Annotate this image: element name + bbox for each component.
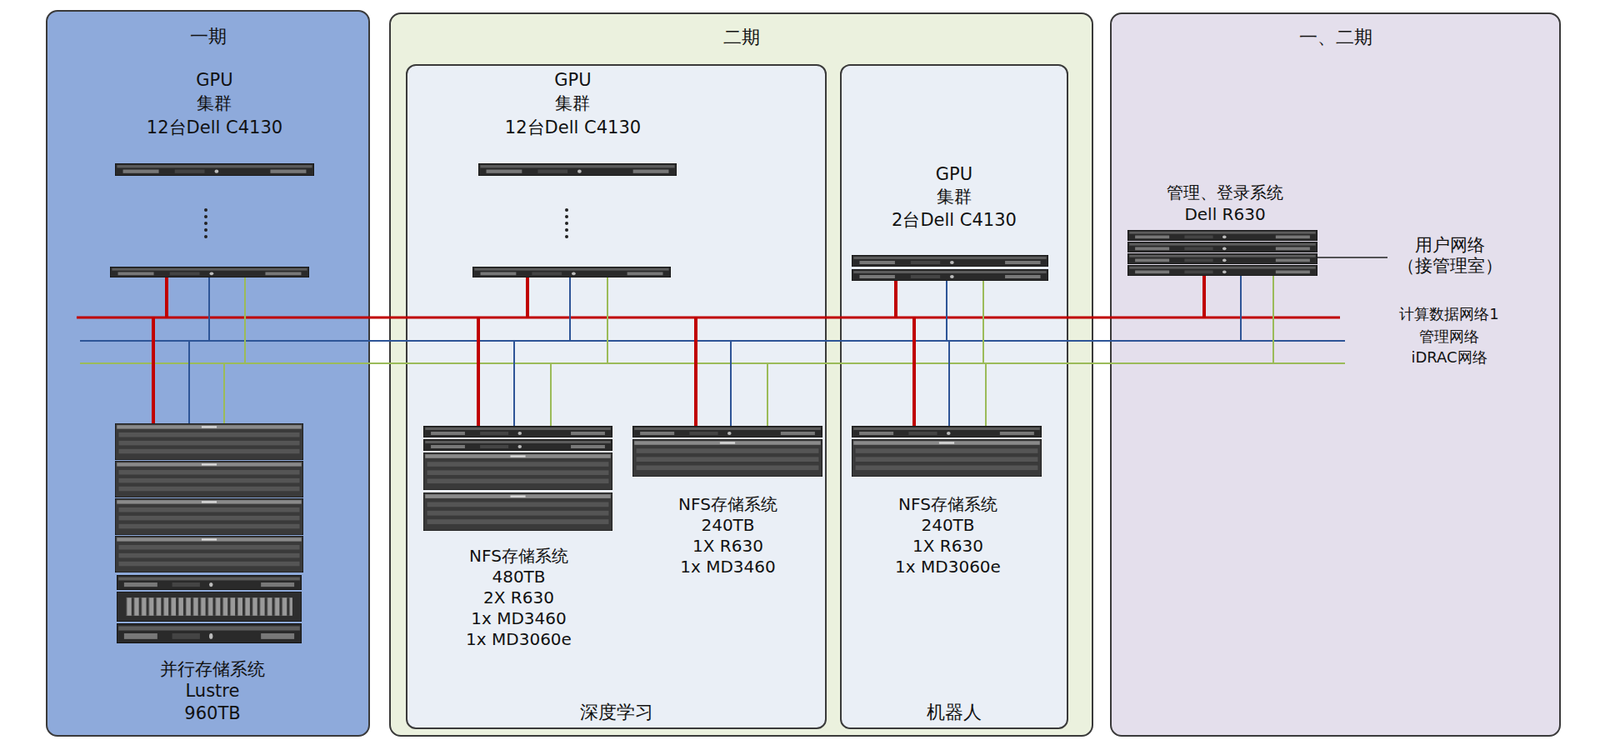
gpu-cluster: GPU 集群 12台Dell C4130 <box>462 68 684 281</box>
storage-label: NFS存储系统 480TB 2X R630 1x MD3460 1x MD306… <box>465 545 572 650</box>
storage-system: NFS存储系统 240TB 1X R630 1x MD3060e <box>845 420 1050 584</box>
storage-system: NFS存储系统 240TB 1X R630 1x MD3460 <box>629 420 827 584</box>
phase-panel: 一期 GPU 集群 12台Dell C4130 并行存储系统 Lustre 960T… <box>45 10 370 737</box>
server-system: 管理、登录系统 Dell R630 <box>1120 181 1330 278</box>
project-label: 深度学习 <box>580 700 654 725</box>
panel-title: 二期 <box>723 25 760 50</box>
gpu-cluster: GPU 集群 12台Dell C4130 <box>104 68 325 281</box>
panel-title: 一、二期 <box>1299 25 1373 50</box>
cluster-label: GPU 集群 2台Dell C4130 <box>891 163 1017 232</box>
network-label: 用户网络 （接管理室） <box>1397 235 1503 277</box>
storage-system: NFS存储系统 480TB 2X R630 1x MD3460 1x MD306… <box>416 420 621 659</box>
cluster-label: GPU 集群 12台Dell C4130 <box>146 68 283 140</box>
storage-label: NFS存储系统 240TB 1X R630 1x MD3460 <box>678 494 778 578</box>
project-label: 机器人 <box>926 700 982 725</box>
network-label: 管理网络 <box>1419 327 1480 346</box>
cluster-label: GPU 集群 12台Dell C4130 <box>505 68 641 140</box>
storage-label: 并行存储系统 Lustre 960TB <box>160 658 265 725</box>
panel-title: 一期 <box>190 25 227 49</box>
gpu-cluster: GPU 集群 2台Dell C4130 <box>845 163 1063 285</box>
system-label: 管理、登录系统 Dell R630 <box>1166 181 1284 225</box>
project-panel: 机器人 GPU 集群 2台Dell C4130NFS存储系统 240TB 1X R… <box>840 64 1069 730</box>
storage-label: NFS存储系统 240TB 1X R630 1x MD3060e <box>895 494 1001 578</box>
project-panel: 深度学习 GPU 集群 12台Dell C4130NFS存储系统 480TB 2X… <box>405 64 827 730</box>
phase-panel: 一、二期管理、登录系统 Dell R630 <box>1110 12 1561 737</box>
storage-system: 并行存储系统 Lustre 960TB <box>100 416 325 730</box>
network-label: 计算数据网络1 <box>1399 305 1499 324</box>
phase-panel: 二期深度学习 GPU 集群 12台Dell C4130NFS存储系统 480TB … <box>389 12 1094 737</box>
network-label: iDRAC网络 <box>1410 348 1487 367</box>
